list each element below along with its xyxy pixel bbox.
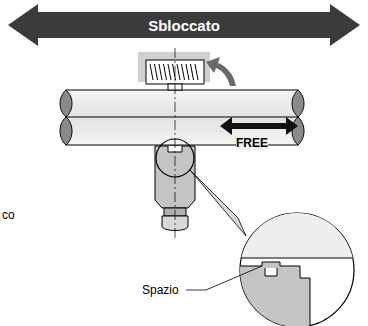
free-arrow (220, 117, 298, 135)
spring-coil (159, 64, 162, 80)
spring-coil (150, 64, 153, 80)
spring-coil (182, 64, 185, 80)
band-label: Sbloccato (8, 4, 360, 34)
spring-coil (191, 64, 194, 80)
spring-coil (164, 64, 167, 80)
zoom-leader (190, 170, 246, 236)
zoom-detail (235, 210, 360, 326)
arrow-band: Sbloccato (8, 4, 360, 46)
part-label: Spazio (142, 284, 179, 297)
part-label: co (2, 209, 15, 222)
spring-coil (186, 64, 189, 80)
spring-coil (177, 64, 180, 80)
label-leader (186, 266, 262, 290)
rotation-arrow (206, 57, 236, 86)
center-line (175, 48, 176, 238)
spring-coil (155, 64, 158, 80)
part-label: FREE (236, 137, 268, 150)
double-arrow-fill (8, 4, 360, 46)
spring-clamp (138, 52, 210, 90)
spring-coil (168, 64, 171, 80)
spring-coil (195, 64, 198, 80)
